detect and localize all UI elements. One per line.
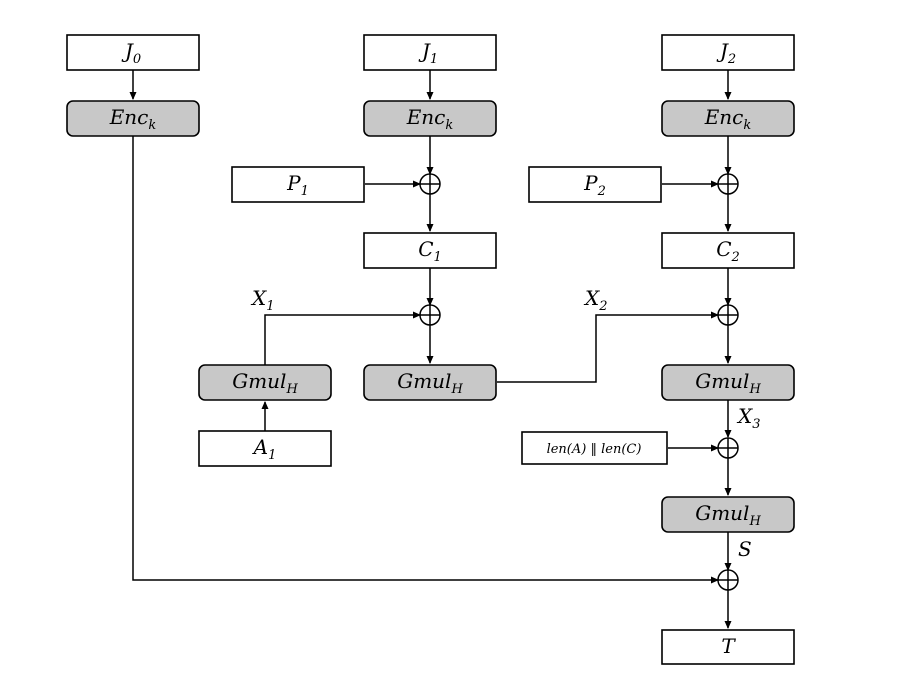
x1-edge-label: X1 (250, 286, 275, 314)
gmul-2-label: Gmul (695, 369, 749, 393)
lengths-label: len(A) ‖ len(C) (547, 442, 642, 457)
svg-text:C2: C2 (716, 237, 740, 265)
enc1-box: Enck (363, 100, 497, 137)
c1-label: C (418, 237, 433, 261)
gmul-a-label: Gmul (232, 369, 286, 393)
c2-label: C (716, 237, 731, 261)
a1-box: A1 (198, 430, 332, 467)
svg-text:GmulH: GmulH (397, 369, 463, 397)
t-box: T (661, 629, 795, 665)
boxes: J0 J1 J2 Enck Enck Enck P1 (66, 34, 795, 665)
p2-label: P (583, 171, 598, 195)
svg-text:J0: J0 (121, 39, 141, 67)
gmul-1-label: Gmul (397, 369, 451, 393)
s-edge-label: S (738, 537, 752, 561)
j0-label: J (121, 39, 134, 63)
c2-box: C2 (661, 232, 795, 269)
gmul-3-label: Gmul (695, 501, 749, 525)
p2-box: P2 (528, 166, 662, 203)
svg-text:GmulH: GmulH (232, 369, 298, 397)
svg-text:P2: P2 (583, 171, 606, 199)
svg-text:P1: P1 (286, 171, 309, 199)
t-label: T (721, 634, 736, 658)
wires (129, 70, 732, 629)
gmul-1-box: GmulH (363, 364, 497, 401)
enc2-box: Enck (661, 100, 795, 137)
c1-box: C1 (363, 232, 497, 269)
enc1-label: Enc (406, 105, 446, 129)
wire-enc0-final-xor (132, 136, 719, 584)
p1-box: P1 (231, 166, 365, 203)
wire-x2 (497, 311, 719, 383)
enc0-box: Enck (66, 100, 200, 137)
j0-box: J0 (66, 34, 200, 71)
lengths-box: len(A) ‖ len(C) (521, 431, 668, 465)
xor-icon (717, 437, 739, 459)
svg-text:C1: C1 (418, 237, 442, 265)
svg-text:GmulH: GmulH (695, 369, 761, 397)
xor-icon (419, 304, 441, 326)
xor-icon (717, 173, 739, 195)
j2-box: J2 (661, 34, 795, 71)
xor-icon (717, 569, 739, 591)
svg-text:Enck: Enck (704, 105, 752, 133)
edge-labels: X1 X2 X3 S (250, 286, 761, 561)
a1-label: A (252, 435, 268, 459)
enc2-label: Enc (704, 105, 744, 129)
svg-text:J2: J2 (716, 39, 736, 67)
p1-label: P (286, 171, 301, 195)
x2-edge-label: X2 (583, 286, 608, 314)
svg-text:Enck: Enck (406, 105, 454, 133)
x3-edge-label: X3 (736, 404, 761, 432)
j1-box: J1 (363, 34, 497, 71)
xor-nodes (419, 173, 739, 591)
wire-x1 (264, 311, 421, 365)
xor-icon (419, 173, 441, 195)
gmul-3-box: GmulH (661, 496, 795, 533)
gmul-a-box: GmulH (198, 364, 332, 401)
xor-icon (717, 304, 739, 326)
j2-label: J (716, 39, 729, 63)
svg-text:Enck: Enck (109, 105, 157, 133)
svg-text:A1: A1 (252, 435, 277, 463)
gmul-2-box: GmulH (661, 364, 795, 401)
svg-text:J1: J1 (418, 39, 438, 67)
svg-text:GmulH: GmulH (695, 501, 761, 529)
j1-label: J (418, 39, 431, 63)
enc0-label: Enc (109, 105, 149, 129)
